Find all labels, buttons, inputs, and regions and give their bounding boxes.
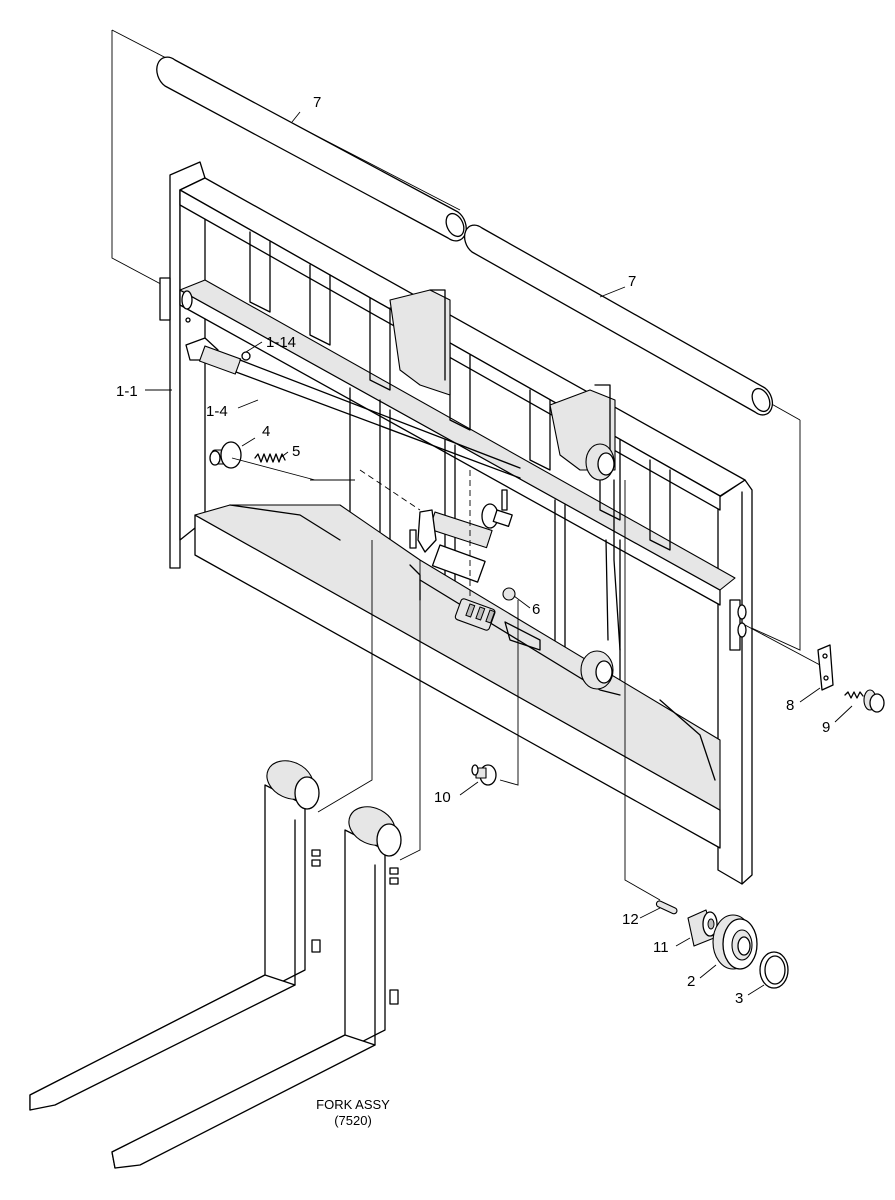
part-11-collar <box>687 909 718 947</box>
label-part-1-1: 1-1 <box>116 383 138 400</box>
part-12-pin <box>655 900 678 915</box>
label-part-7-upper: 7 <box>313 94 321 111</box>
lower-shaft-7 <box>463 224 774 416</box>
label-part-4: 4 <box>262 423 270 440</box>
label-part-8: 8 <box>786 697 794 714</box>
carriage-rollers <box>580 443 621 690</box>
part-5-spring <box>254 453 286 463</box>
lock-assembly <box>409 489 541 651</box>
fork-left <box>29 760 321 1111</box>
fork-reference-lines <box>231 457 821 901</box>
label-part-6: 6 <box>532 601 540 618</box>
part-3-snap-ring <box>759 951 789 989</box>
label-part-12: 12 <box>622 911 639 928</box>
carriage-frame-1-1 <box>159 161 753 885</box>
label-part-11: 11 <box>653 939 669 956</box>
label-part-3: 3 <box>735 990 743 1007</box>
label-part-5: 5 <box>292 443 300 460</box>
label-part-1-4: 1-4 <box>206 403 228 420</box>
label-part-2: 2 <box>687 973 695 990</box>
label-part-10: 10 <box>434 789 451 806</box>
diagram-caption: FORK ASSY (7520) <box>316 1097 390 1128</box>
part-2-bearing <box>712 914 758 970</box>
caption-code: (7520) <box>334 1113 372 1128</box>
part-10-fitting <box>471 764 497 786</box>
callout-leaders <box>145 111 853 996</box>
upper-shaft-7 <box>156 56 467 242</box>
part-labels: 7 7 1-14 1-1 1-4 4 5 6 8 9 10 12 11 2 3 <box>116 94 830 1007</box>
label-part-9: 9 <box>822 719 830 736</box>
part-4-knob <box>209 441 242 469</box>
label-part-1-14: 1-14 <box>266 334 296 351</box>
cylinder-1-14 <box>185 337 521 479</box>
part-8-plate <box>817 644 834 691</box>
fork-right <box>111 806 402 1169</box>
caption-title: FORK ASSY <box>316 1097 390 1112</box>
label-part-7-lower: 7 <box>628 273 636 290</box>
part-9-bolt <box>844 689 885 713</box>
